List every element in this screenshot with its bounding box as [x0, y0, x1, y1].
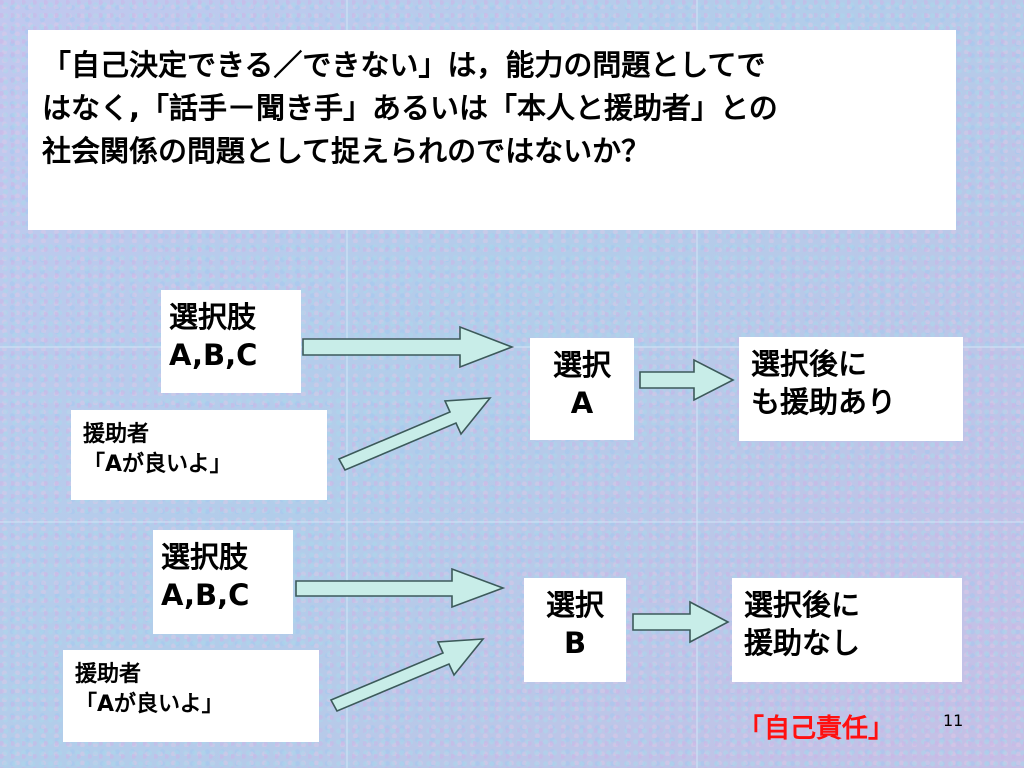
- background-seam: [0, 521, 1024, 523]
- choice-value: B: [563, 626, 587, 660]
- options-label: 選択肢: [169, 300, 257, 334]
- arrow-choice-to-after-2: [632, 600, 730, 644]
- options-box: 選択肢 A,B,C: [161, 290, 301, 393]
- options-box: 選択肢 A,B,C: [153, 530, 293, 634]
- background-seam: [346, 0, 348, 768]
- title-line: 「自己決定できる／できない」は，能力の問題としてで: [42, 48, 766, 82]
- choice-label: 選択: [552, 348, 611, 382]
- title-line: はなく,「話手－聞き手」あるいは「本人と援助者」との: [42, 91, 778, 125]
- after-choice-box: 選択後に も援助あり: [739, 337, 963, 441]
- after-choice-line: 選択後に: [751, 347, 868, 381]
- choice-label: 選択: [545, 588, 604, 622]
- helper-advice: 「Aが良いよ」: [75, 692, 224, 717]
- helper-advice: 「Aが良いよ」: [83, 452, 232, 477]
- helper-label: 援助者: [83, 422, 150, 447]
- options-label: 選択肢: [161, 540, 249, 574]
- after-choice-line: も援助あり: [751, 385, 897, 419]
- after-choice-line: 選択後に: [744, 588, 861, 622]
- helper-label: 援助者: [75, 662, 142, 687]
- arrow-helper-to-choice-1: [337, 397, 492, 472]
- helper-box: 援助者 「Aが良いよ」: [63, 650, 319, 742]
- choice-box: 選択 A: [530, 338, 634, 440]
- after-choice-line: 援助なし: [744, 626, 861, 660]
- after-choice-box: 選択後に 援助なし: [732, 578, 962, 682]
- options-values: A,B,C: [169, 338, 258, 372]
- title-line: 社会関係の問題として捉えられのではないか？: [42, 134, 651, 168]
- options-values: A,B,C: [161, 578, 250, 612]
- self-responsibility-label: 「自己責任」: [738, 714, 895, 744]
- arrow-choice-to-after-1: [639, 358, 735, 402]
- arrow-helper-to-choice-2: [329, 638, 485, 713]
- choice-box: 選択 B: [524, 578, 626, 682]
- arrow-options-to-choice-1: [302, 325, 515, 369]
- title-box: 「自己決定できる／できない」は，能力の問題としてで はなく,「話手－聞き手」ある…: [28, 30, 956, 230]
- helper-box: 援助者 「Aが良いよ」: [71, 410, 327, 500]
- page-number: 11: [943, 711, 964, 730]
- choice-value: A: [570, 386, 594, 420]
- arrow-options-to-choice-2: [295, 567, 506, 609]
